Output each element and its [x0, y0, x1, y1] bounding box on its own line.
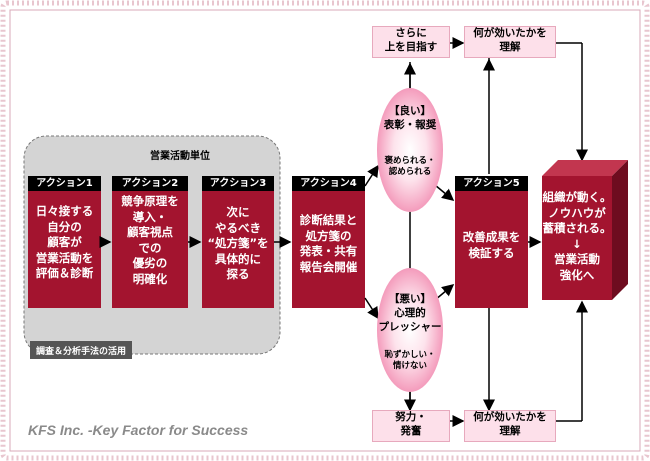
action4-text: 診断結果と 処方箋の 発表・共有 報告会開催 [299, 213, 358, 274]
action2-header: アクション2 [112, 176, 188, 191]
action5-text: 改善成果を 検証する [462, 230, 521, 260]
action4-header: アクション4 [292, 176, 365, 191]
action1-fill [28, 176, 101, 308]
cube-side [612, 160, 628, 300]
footer-brand: KFS Inc. -Key Factor for Success [28, 422, 249, 438]
cube-front [542, 176, 612, 300]
good-subtitle: 褒められる・ 認められる [384, 156, 436, 178]
bad-subtitle: 恥ずかしい・ 情けない [384, 350, 436, 372]
action2-fill [112, 176, 188, 308]
analysis-methods-label: 調査＆分析手法の活用 [30, 341, 133, 359]
action3-text: 次に やるべき “処方箋”を 具体的に 探る [207, 205, 269, 282]
good-title: 【良い】 表彰・報奨 [383, 105, 437, 132]
action1-header: アクション1 [28, 176, 101, 191]
arrow-4-good [364, 164, 379, 187]
bottom-right-box: 何が効いたかを 理解 [464, 410, 556, 442]
good-ellipse [377, 88, 443, 212]
bad-title: 【悪い】 心理的 プレッシャー [378, 293, 442, 334]
top-right-box: 何が効いたかを 理解 [464, 26, 556, 58]
bottom-left-box: 努力・ 発奮 [372, 410, 450, 442]
top-left-box: さらに 上を目指す [372, 26, 450, 58]
action5-header: アクション5 [455, 176, 528, 191]
action3-fill [202, 176, 274, 308]
inner-frame-line [9, 9, 641, 452]
cube-top [542, 160, 628, 176]
sales-unit-label: 営業活動単位 [150, 151, 210, 162]
action3-header: アクション3 [202, 176, 274, 191]
arrow-good-action5 [434, 184, 455, 201]
arrow-4-bad [364, 297, 379, 320]
action5-fill [455, 176, 528, 308]
bad-ellipse [377, 268, 443, 392]
action1-text: 日々接する 自分の 顧客が 営業活動を 評価＆診断 [35, 204, 94, 281]
action4-fill [292, 176, 365, 308]
action2-text: 競争原理を 導入・ 顧客視点 での 優劣の 明確化 [121, 194, 179, 286]
result-text: 組織が動く。 ノウハウが 蓄積される。 ↓ 営業活動 強化へ [542, 190, 612, 282]
